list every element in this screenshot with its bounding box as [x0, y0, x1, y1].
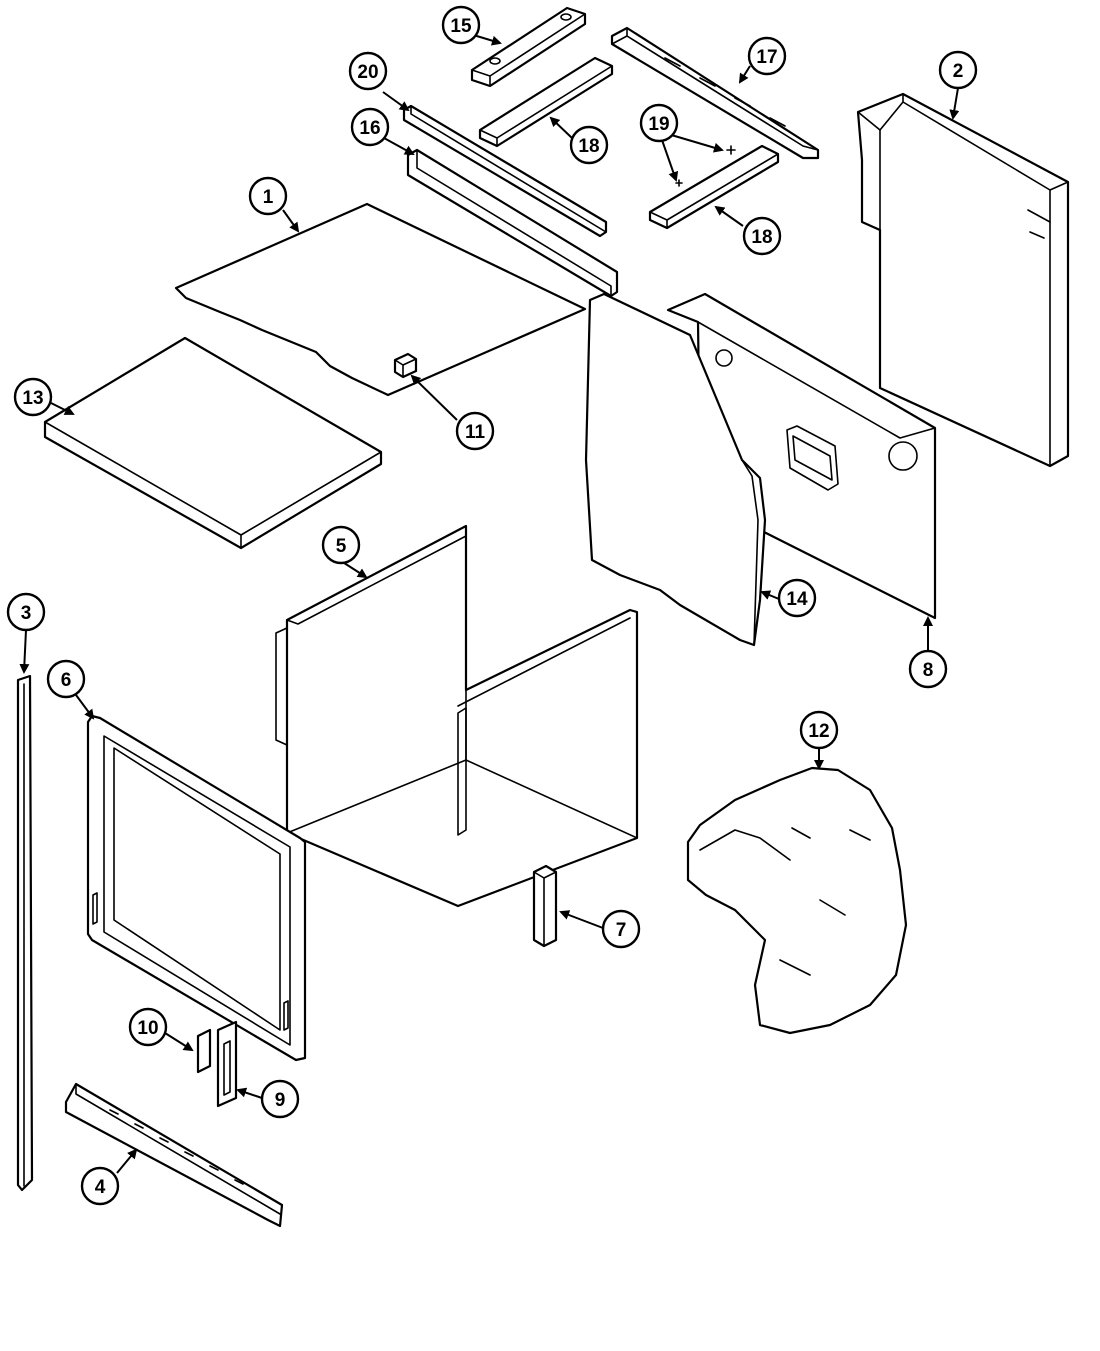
svg-text:11: 11: [465, 422, 486, 443]
callout-5: 5: [321, 525, 361, 565]
callout-4: 4: [80, 1166, 120, 1206]
callout-1: 1: [248, 176, 288, 216]
callout-3: 3: [6, 592, 46, 632]
svg-text:13: 13: [22, 388, 43, 409]
callout-18-lower: 18: [742, 216, 782, 256]
callout-17: 17: [747, 36, 787, 76]
callout-14: 14: [777, 578, 817, 618]
part-clip: [393, 352, 418, 379]
callout-6: 6: [46, 659, 86, 699]
svg-text:1: 1: [263, 187, 274, 208]
part-rear-frame: [856, 92, 1070, 468]
svg-text:7: 7: [616, 920, 627, 941]
svg-text:3: 3: [21, 603, 32, 624]
svg-text:4: 4: [95, 1177, 106, 1198]
leader-lines: [19, 33, 960, 1174]
callout-11: 11: [455, 411, 495, 451]
part-cross-bracket-lower: [648, 144, 780, 230]
callout-15: 15: [441, 5, 481, 45]
svg-text:10: 10: [137, 1018, 158, 1039]
svg-text:18: 18: [751, 227, 772, 248]
callout-16: 16: [350, 107, 390, 147]
part-door-frame: [86, 714, 307, 1062]
part-cross-bracket-upper: [478, 56, 614, 148]
callout-13: 13: [13, 377, 53, 417]
part-bottom-rail: [64, 1082, 284, 1228]
callout-2: 2: [938, 50, 978, 90]
part-insulation-pad: [584, 292, 767, 647]
part-back-panel: [666, 292, 937, 620]
svg-text:6: 6: [61, 670, 72, 691]
part-liner-bracket: [532, 864, 558, 948]
part-screws: [675, 145, 736, 187]
svg-text:17: 17: [756, 47, 777, 68]
callout-20: 20: [348, 51, 388, 91]
part-side-rail-lower: [406, 148, 619, 298]
svg-text:8: 8: [923, 660, 934, 681]
svg-text:5: 5: [336, 536, 347, 557]
svg-text:15: 15: [450, 16, 472, 37]
svg-text:2: 2: [953, 61, 964, 82]
part-small-bracket: [196, 1028, 212, 1074]
part-side-rail-upper: [402, 104, 608, 238]
svg-text:14: 14: [786, 589, 808, 610]
callout-8: 8: [908, 649, 948, 689]
part-hinge-plate: [216, 1020, 238, 1108]
callout-12: 12: [799, 710, 839, 750]
part-side-trim: [16, 674, 34, 1192]
callout-19: 19: [639, 103, 679, 143]
part-top-brace: [470, 6, 587, 88]
svg-text:18: 18: [578, 136, 599, 157]
callout-9: 9: [260, 1079, 300, 1119]
part-insulation-block: [43, 336, 383, 550]
part-top-panel: [174, 202, 587, 397]
callout-7: 7: [601, 909, 641, 949]
part-insulation-wrap: [686, 766, 908, 1035]
svg-text:19: 19: [648, 114, 669, 135]
part-rear-rail: [610, 26, 820, 160]
svg-text:20: 20: [357, 62, 378, 83]
part-oven-liner: [275, 524, 639, 908]
callout-10: 10: [128, 1007, 168, 1047]
svg-text:9: 9: [275, 1090, 286, 1111]
svg-text:12: 12: [808, 721, 829, 742]
callout-18-upper: 18: [569, 125, 609, 165]
svg-text:16: 16: [359, 118, 380, 139]
